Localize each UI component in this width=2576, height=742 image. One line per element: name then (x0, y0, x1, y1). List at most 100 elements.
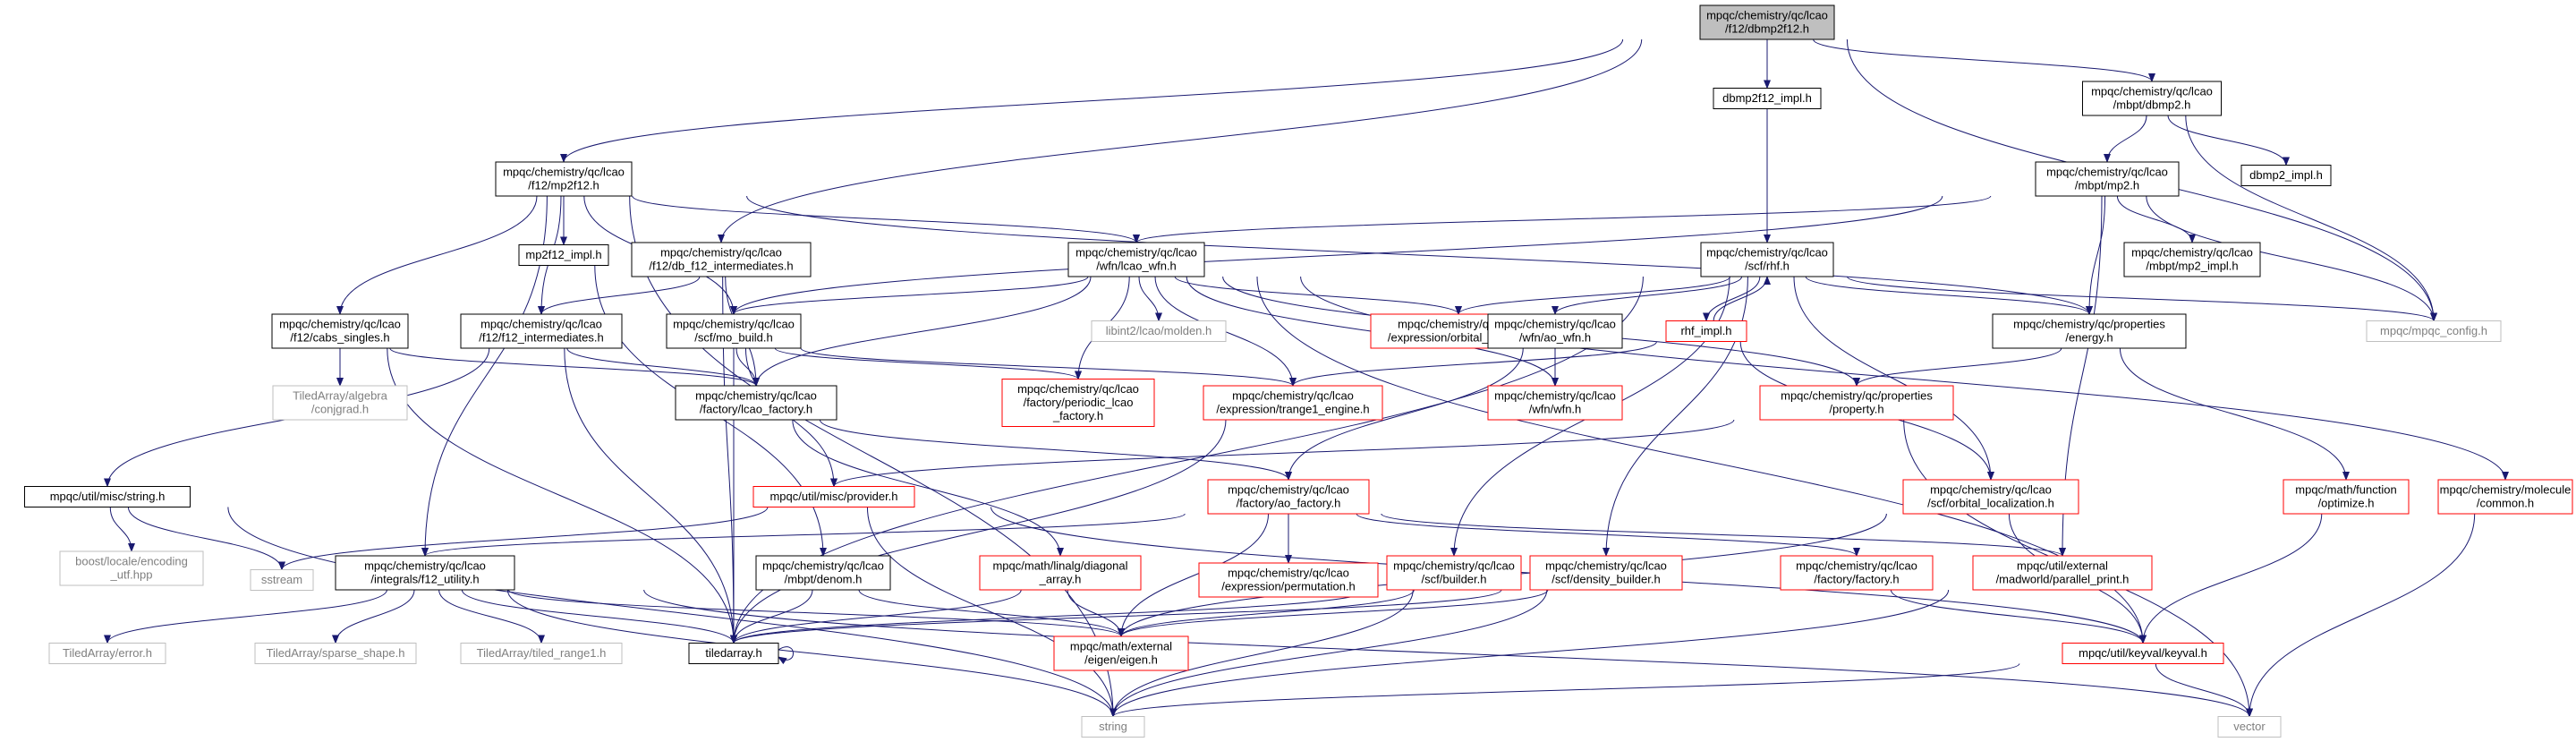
node-permutation[interactable]: mpqc/chemistry/qc/lcao/expression/permut… (1198, 562, 1379, 598)
node-box (1198, 562, 1379, 598)
node-label-line: /madworld/parallel_print.h (1996, 573, 2130, 586)
node-db_f12_int[interactable]: mpqc/chemistry/qc/lcao/f12/db_f12_interm… (631, 242, 812, 277)
node-mp2f12[interactable]: mpqc/chemistry/qc/lcao/f12/mp2f12.h (495, 161, 633, 197)
node-label-line: /f12/mp2f12.h (528, 179, 599, 192)
node-molecule_common[interactable]: mpqc/chemistry/molecule/common.h (2437, 479, 2573, 515)
node-mpqc_config: mpqc/mpqc_config.h (2366, 320, 2502, 342)
edge-rhf-to-orbital_loc (1793, 276, 1994, 481)
node-ao_wfn[interactable]: mpqc/chemistry/qc/lcao/wfn/ao_wfn.h (1487, 313, 1623, 349)
node-box (460, 313, 623, 349)
node-label-line: mpqc/chemistry/qc/lcao (364, 559, 486, 573)
node-lcao_factory[interactable]: mpqc/chemistry/qc/lcao/factory/lcao_fact… (675, 385, 837, 421)
node-label-line: /factory/factory.h (1814, 573, 1899, 586)
node-periodic_lcao[interactable]: mpqc/chemistry/qc/lcao/factory/periodic_… (1001, 379, 1155, 427)
node-root[interactable]: mpqc/chemistry/qc/lcao/f12/dbmp2f12.h (1699, 4, 1835, 40)
node-label-line: /expression/permutation.h (1221, 580, 1356, 593)
edge-rhf-to-orbital_space (1455, 276, 1731, 315)
node-conjgrad: TiledArray/algebra/conjgrad.h (272, 385, 408, 421)
node-orbital_loc[interactable]: mpqc/chemistry/qc/lcao/scf/orbital_local… (1902, 479, 2079, 515)
node-diagonal_array[interactable]: mpqc/math/linalg/diagonal_array.h (979, 555, 1142, 591)
node-box (272, 385, 408, 421)
node-parallel_print[interactable]: mpqc/util/external/madworld/parallel_pri… (1972, 555, 2153, 591)
node-label-line: mpqc/chemistry/qc/lcao (762, 559, 884, 573)
node-label-line: sstream (261, 573, 302, 586)
node-box (1529, 555, 1683, 591)
node-label-line: TiledArray/algebra (293, 389, 388, 403)
node-f12_int[interactable]: mpqc/chemistry/qc/lcao/f12/f12_intermedi… (460, 313, 623, 349)
node-scf_builder[interactable]: mpqc/chemistry/qc/lcao/scf/builder.h (1386, 555, 1522, 591)
node-label-line: /common.h (2477, 497, 2534, 510)
node-provider[interactable]: mpqc/util/misc/provider.h (752, 486, 915, 507)
node-mbpt_mp2[interactable]: mpqc/chemistry/qc/lcao/mbpt/mp2.h (2035, 161, 2180, 197)
node-box (2283, 479, 2410, 515)
node-rhf_impl[interactable]: rhf_impl.h (1665, 320, 1747, 342)
edge-mbpt_dbmp2-to-mbpt_mp2 (2104, 115, 2147, 163)
edge-mo_build-to-periodic_lcao (774, 347, 1082, 380)
edge-property-to-provider (830, 419, 1735, 488)
edges-layer (104, 38, 2509, 718)
node-label-line: TiledArray/tiled_range1.h (477, 646, 607, 660)
edge-diagonal_array-to-tiledarray (730, 589, 1022, 644)
node-denom[interactable]: mpqc/chemistry/qc/lcao/mbpt/denom.h (755, 555, 891, 591)
node-label-line: /f12/f12_intermediates.h (479, 331, 603, 345)
node-label-line: /optimize.h (2318, 497, 2375, 510)
node-box (518, 244, 609, 266)
node-keyval[interactable]: mpqc/util/keyval/keyval.h (2062, 643, 2224, 664)
edge-f12_utility-to-sparse_shape (332, 589, 415, 644)
node-label-line: _array.h (1039, 573, 1082, 586)
node-mbpt_dbmp2[interactable]: mpqc/chemistry/qc/lcao/mbpt/dbmp2.h (2082, 81, 2222, 116)
node-box (631, 242, 812, 277)
node-string_h[interactable]: mpqc/util/misc/string.h (24, 486, 191, 507)
node-label-line: mpqc/util/misc/provider.h (769, 490, 897, 503)
node-label-line: mpqc/math/linalg/diagonal (992, 559, 1127, 573)
edge-density_builder-to-tiledarray (730, 589, 1502, 644)
node-box (1001, 379, 1155, 427)
node-tiledarray[interactable]: tiledarray.h (688, 643, 779, 664)
edge-mbpt_mp2-to-mp2_impl (2116, 195, 2196, 243)
node-rhf[interactable]: mpqc/chemistry/qc/lcao/scf/rhf.h (1700, 242, 1834, 277)
node-cabs_singles[interactable]: mpqc/chemistry/qc/lcao/f12/cabs_singles.… (271, 313, 409, 349)
node-mo_build[interactable]: mpqc/chemistry/qc/lcao/scf/mo_build.h (666, 313, 802, 349)
edge-db_f12_int-to-f12_int (538, 276, 701, 315)
edge-mp2f12-to-cabs_singles (336, 195, 538, 315)
node-box (752, 486, 915, 507)
node-box (1067, 242, 1205, 277)
edge-mo_build-to-lcao_factory (735, 347, 760, 387)
node-energy[interactable]: mpqc/chemistry/qc/properties/energy.h (1992, 313, 2187, 349)
edge-mbpt_mp2-to-mo_build (730, 195, 1943, 315)
edge-f12_utility-to-ta_error (104, 589, 387, 644)
node-label-line: mpqc/chemistry/qc/lcao (1228, 483, 1349, 497)
node-label-line: mpqc/chemistry/qc/lcao (2091, 85, 2213, 98)
edge-string_h-to-boost_utf (109, 507, 135, 552)
node-label-line: /mbpt/mp2.h (2075, 179, 2139, 192)
node-box (2035, 161, 2180, 197)
node-box (675, 385, 837, 421)
node-ao_factory[interactable]: mpqc/chemistry/qc/lcao/factory/ao_factor… (1207, 479, 1370, 515)
node-label-line: mpqc/chemistry/qc/lcao (1075, 246, 1197, 260)
node-label-line: /scf/density_builder.h (1552, 573, 1660, 586)
node-eigen[interactable]: mpqc/math/external/eigen/eigen.h (1053, 635, 1189, 671)
node-box (1487, 385, 1623, 421)
node-trange1_engine[interactable]: mpqc/chemistry/qc/lcao/expression/trange… (1203, 385, 1383, 421)
edge-f12_utility-to-eigen (507, 589, 1125, 637)
edge-rhf-to-ao_wfn (1552, 276, 1743, 315)
node-box (2123, 242, 2261, 277)
node-density_builder[interactable]: mpqc/chemistry/qc/lcao/scf/density_build… (1529, 555, 1683, 591)
node-f12_utility[interactable]: mpqc/chemistry/qc/lcao/integrals/f12_uti… (335, 555, 515, 591)
node-box (1972, 555, 2153, 591)
node-optimize[interactable]: mpqc/math/function/optimize.h (2283, 479, 2410, 515)
node-dbmp2_impl[interactable]: dbmp2_impl.h (2240, 165, 2332, 186)
node-lcao_wfn[interactable]: mpqc/chemistry/qc/lcao/wfn/lcao_wfn.h (1067, 242, 1205, 277)
node-mp2f12_impl[interactable]: mp2f12_impl.h (518, 244, 609, 266)
node-label-line: mpqc/chemistry/qc/properties (2013, 318, 2165, 331)
edge-mbpt_mp2-to-mpqc_config (2146, 195, 2437, 322)
node-wfn_h[interactable]: mpqc/chemistry/qc/lcao/wfn/wfn.h (1487, 385, 1623, 421)
node-factory_h[interactable]: mpqc/chemistry/qc/lcao/factory/factory.h (1780, 555, 1934, 591)
edge-density_builder-to-string_std (1109, 589, 1548, 718)
node-dbmp2f12_impl[interactable]: dbmp2f12_impl.h (1713, 88, 1822, 109)
node-mp2_impl[interactable]: mpqc/chemistry/qc/lcao/mbpt/mp2_impl.h (2123, 242, 2261, 277)
node-property[interactable]: mpqc/chemistry/qc/properties/property.h (1759, 385, 1954, 421)
edge-lcao_factory-to-diagonal_array (792, 419, 1064, 557)
node-label-line: /wfn/wfn.h (1529, 403, 1582, 416)
edge-string_h-to-string_std (227, 507, 1117, 718)
